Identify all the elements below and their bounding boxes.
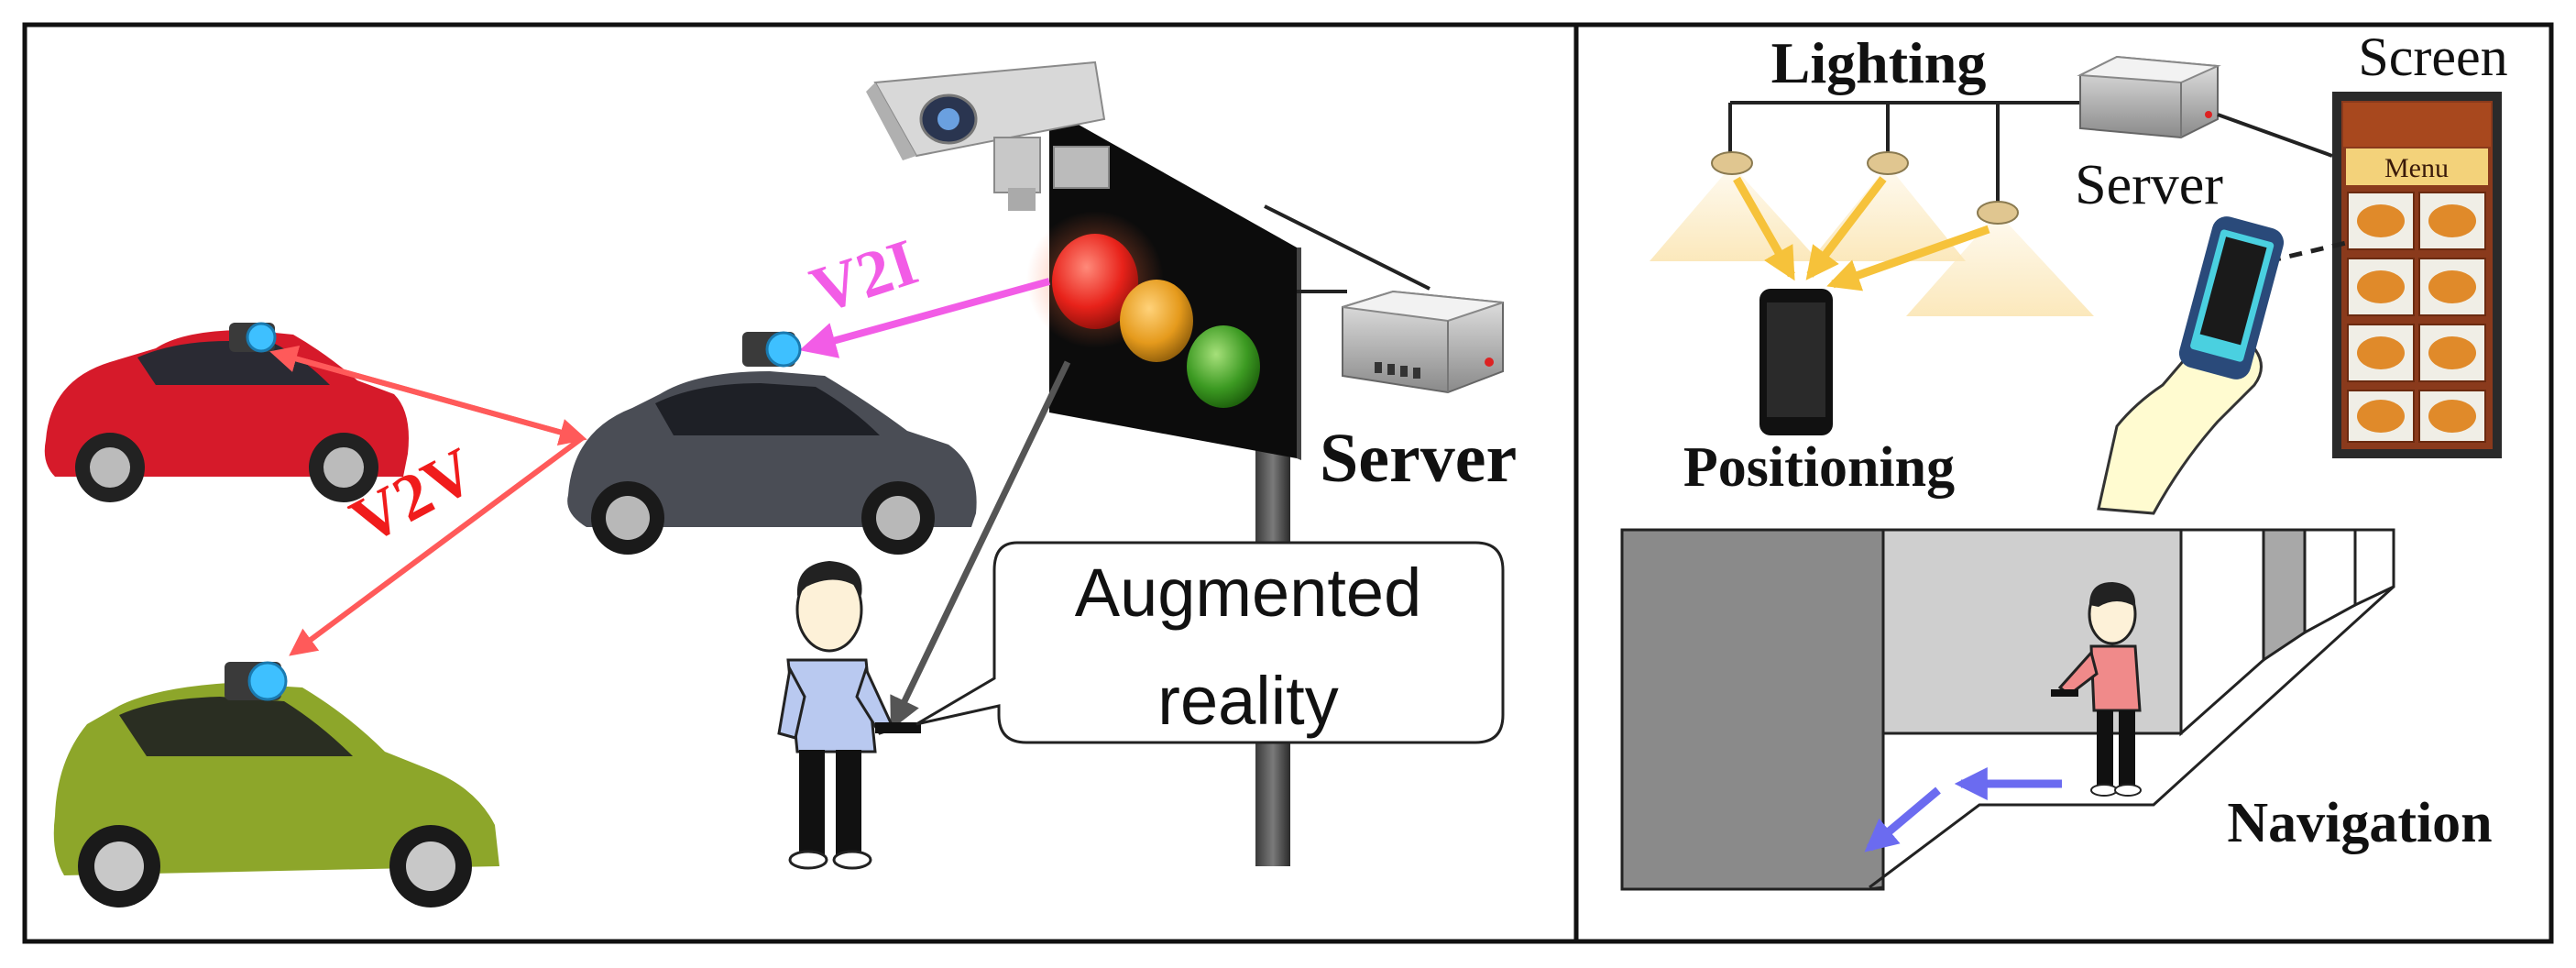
light-fixture-3 [1977, 201, 2019, 225]
screen-label: Screen [2358, 27, 2507, 87]
person-right-icon [2051, 582, 2142, 797]
menu-screen [2332, 92, 2502, 458]
server-icon [1342, 290, 1504, 394]
light-fixture-2 [1867, 151, 1909, 175]
server-label-left: Server [1320, 420, 1517, 497]
v2i-arrow [799, 278, 1051, 358]
lighting-label: Lighting [1771, 30, 1987, 95]
left-panel: Server V2I [44, 60, 1517, 908]
light-beam-1 [1650, 165, 1819, 261]
right-panel: Lighting Screen Positioning [1620, 27, 2508, 891]
light-beam-3 [1906, 213, 2094, 316]
person-left-icon [777, 561, 921, 870]
positioning-label: Positioning [1683, 436, 1955, 499]
ar-label-line2: reality [1157, 663, 1338, 739]
ar-arrow [890, 360, 1071, 731]
server-right-icon [2077, 55, 2221, 139]
hand-phone-icon [2097, 216, 2285, 515]
traffic-light-green [1187, 325, 1260, 408]
green-car [53, 661, 499, 908]
traffic-light-red [1052, 234, 1138, 329]
traffic-light-amber [1120, 280, 1193, 362]
gray-car [567, 331, 977, 555]
navigation-label: Navigation [2227, 792, 2492, 854]
menu-label: Menu [2384, 153, 2449, 183]
ar-label-line1: Augmented [1075, 555, 1422, 631]
server-label-right: Server [2075, 154, 2223, 216]
corridor [1620, 528, 2395, 891]
ar-speech-bubble [915, 541, 1505, 744]
cctv-camera-icon [866, 60, 1110, 211]
light-fixture-1 [1711, 151, 1753, 175]
positioning-phone-icon [1759, 289, 1833, 435]
lighting-wires [1728, 101, 2080, 206]
light-beam-2 [1810, 165, 1966, 261]
nav-arrow-2 [1864, 786, 1941, 852]
v2v-arrow-bottom [289, 435, 584, 656]
